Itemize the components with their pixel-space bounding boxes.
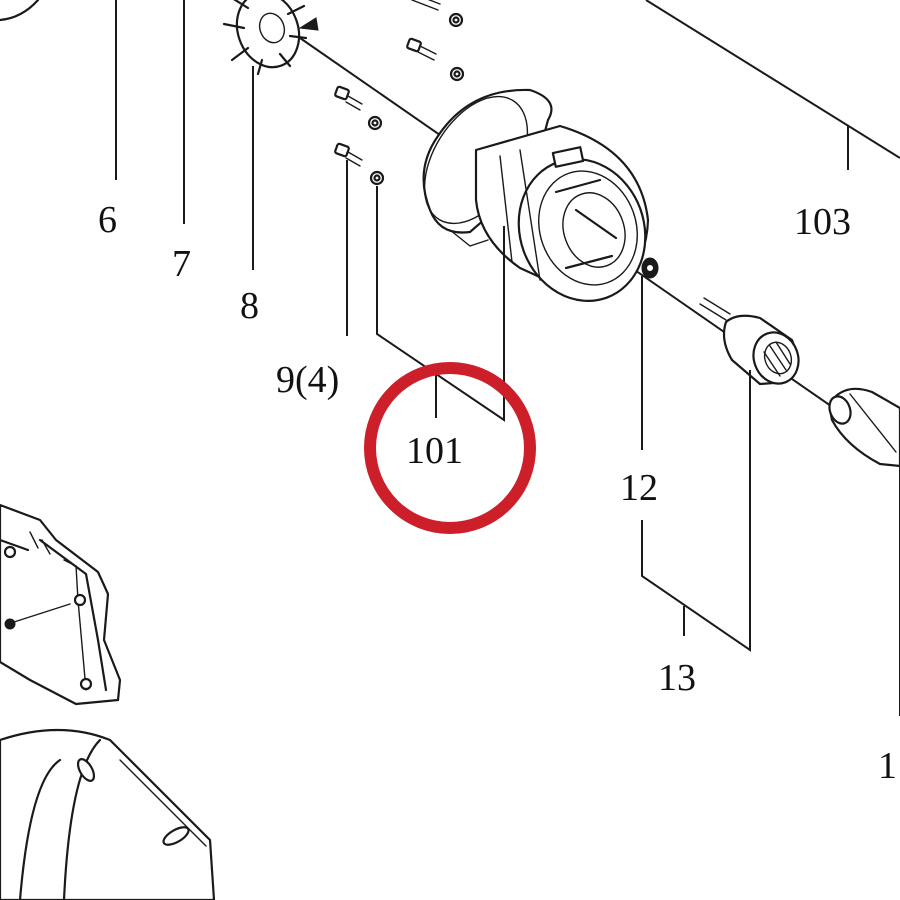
callout-12: 12: [620, 467, 658, 509]
end-cap-part: [828, 387, 900, 468]
highlight-circle: [364, 362, 536, 534]
leader-lines: [115, 0, 900, 716]
callout-labels: 6 7 8 9(4) 101 103 12 13 1: [98, 199, 897, 787]
callout-103: 103: [794, 201, 851, 243]
leader-13: [641, 370, 751, 652]
callout-7: 7: [172, 243, 191, 285]
nut-part: [641, 257, 659, 279]
screw-set: [334, 0, 465, 186]
callout-101: 101: [406, 430, 463, 472]
fan-shroud-part: [422, 88, 650, 303]
motor-part: [699, 297, 800, 386]
fan-impeller-part: [222, 0, 319, 76]
leader-103: [645, 0, 900, 159]
leader-101: [376, 186, 505, 422]
callout-6: 6: [98, 199, 117, 241]
callout-1: 1: [878, 745, 897, 787]
housing-ring-fragment: [0, 0, 40, 22]
callout-8: 8: [240, 285, 259, 327]
main-housing-part: [0, 503, 216, 900]
callout-9: 9(4): [276, 359, 339, 401]
callout-13: 13: [658, 657, 696, 699]
